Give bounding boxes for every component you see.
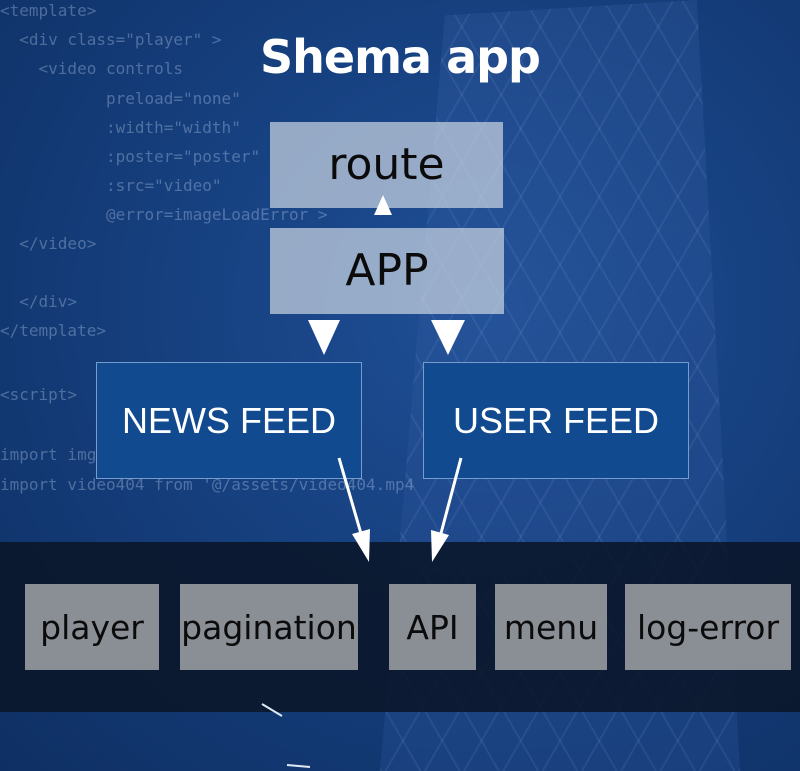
module-menu: menu	[495, 584, 607, 670]
code-line: <template>	[0, 1, 97, 20]
news-feed-label: NEWS FEED	[121, 399, 336, 441]
code-line: :poster="poster"	[0, 147, 261, 166]
code-line: <script>	[0, 385, 78, 404]
code-line: :width="width"	[0, 118, 241, 137]
news-feed-node: NEWS FEED	[96, 362, 362, 479]
module-pagination: pagination	[180, 584, 358, 670]
code-line: import img	[0, 445, 97, 464]
module-player: player	[25, 584, 159, 670]
route-node: route	[270, 122, 503, 208]
module-log-error: log-error	[625, 584, 791, 670]
module-api: API	[389, 584, 476, 670]
code-line: :src="video"	[0, 176, 222, 195]
code-line: </template>	[0, 321, 106, 340]
code-line: </video>	[0, 234, 97, 253]
user-feed-label: USER FEED	[452, 399, 660, 441]
code-line: </div>	[0, 292, 78, 311]
diagram-title: Shema app	[260, 30, 541, 84]
arrow-app-to-news-feed	[308, 320, 340, 355]
user-feed-node: USER FEED	[423, 362, 689, 479]
decorative-stroke	[286, 764, 311, 768]
app-node: APP	[270, 228, 504, 314]
code-line: preload="none"	[0, 89, 241, 108]
